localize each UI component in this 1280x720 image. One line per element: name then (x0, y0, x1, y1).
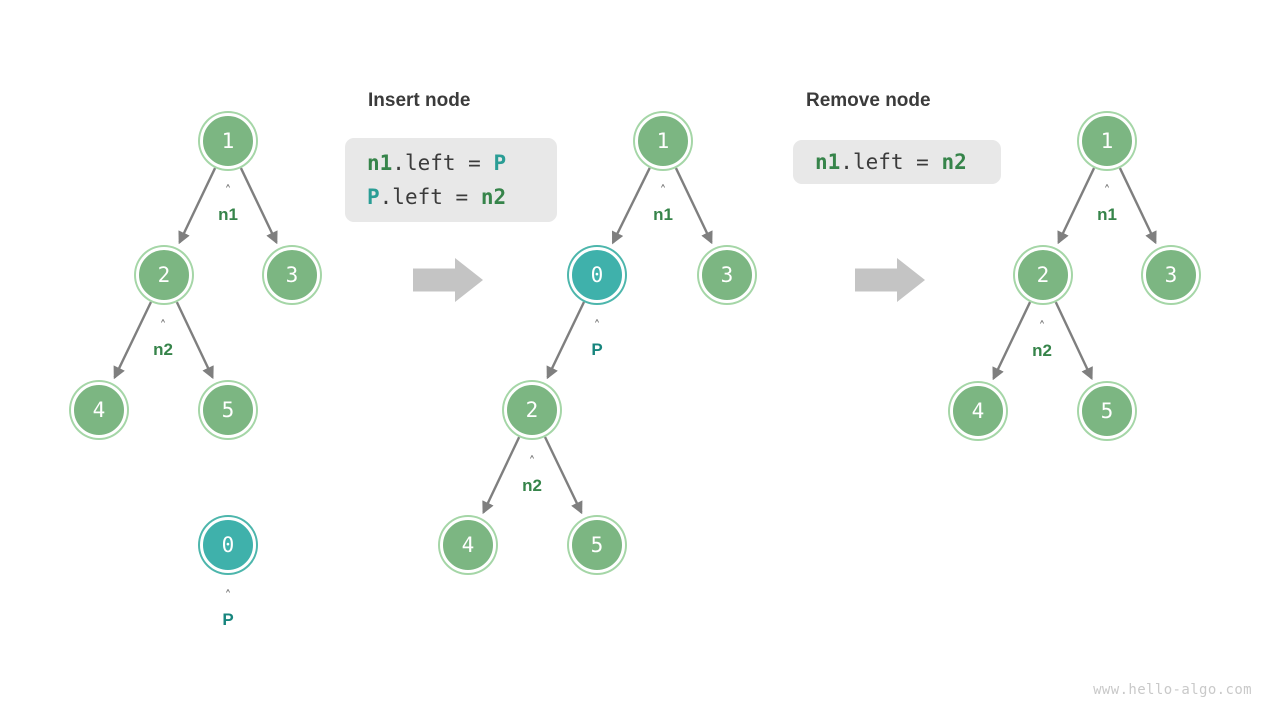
watermark: www.hello-algo.com (1093, 682, 1252, 698)
code-token: n1 (367, 151, 393, 175)
tree-edges (113, 167, 1157, 515)
tree-node-4[interactable]: 4 (950, 383, 1006, 439)
tree-node-2[interactable]: 2 (136, 247, 192, 303)
tree-node-0[interactable]: 0 (200, 517, 256, 573)
tree-edge (482, 436, 521, 515)
code-token: n1 (815, 150, 841, 174)
tree-edge (1118, 167, 1157, 245)
pointer-label-n1: n1 (1097, 205, 1117, 224)
panel-title-insert: Insert node (368, 90, 471, 111)
tree-node-2[interactable]: 2 (1015, 247, 1071, 303)
pointer-caret-icon: ˄ (159, 319, 167, 334)
tree-node-2[interactable]: 2 (504, 382, 560, 438)
code-box-remove: n1.left = n2 (793, 140, 1001, 184)
tree-node-5[interactable]: 5 (1079, 383, 1135, 439)
pointer-caret-icon: ˄ (528, 455, 536, 470)
pointer-label-n1: n1 (653, 205, 673, 224)
tree-node-3[interactable]: 3 (264, 247, 320, 303)
step-arrow-icon (855, 258, 925, 302)
pointer-label-P: P (591, 340, 603, 359)
pointer-caret-icon: ˄ (1038, 320, 1046, 335)
tree-node-4[interactable]: 4 (71, 382, 127, 438)
tree-edge (1057, 167, 1096, 245)
pointer-label-n2: n2 (1032, 341, 1052, 360)
tree-node-1[interactable]: 1 (1079, 113, 1135, 169)
tree-edge (239, 167, 278, 245)
pointer-caret-icon: ˄ (1103, 184, 1111, 199)
tree-edge (178, 167, 217, 245)
step-arrow-icon (413, 258, 483, 302)
tree-node-1[interactable]: 1 (200, 113, 256, 169)
code-token: n2 (480, 185, 507, 209)
code-token: n2 (941, 150, 967, 174)
pointer-label-n2: n2 (522, 476, 542, 495)
tree-node-4[interactable]: 4 (440, 517, 496, 573)
pointer-label-n2: n2 (153, 340, 173, 359)
tree-edge (1054, 301, 1093, 381)
code-token: P (367, 185, 380, 209)
tree-edge (113, 301, 153, 380)
step-arrows (413, 258, 925, 302)
tree-node-0[interactable]: 0 (569, 247, 625, 303)
tree-edge (674, 167, 713, 245)
code-line: n1.left = n2 (793, 145, 1001, 179)
code-line: n1.left = P (345, 146, 557, 180)
code-token: .left = (379, 185, 481, 209)
code-line: P.left = n2 (345, 180, 557, 214)
tree-edge (175, 301, 214, 380)
tree-edge (543, 436, 583, 515)
tree-node-5[interactable]: 5 (200, 382, 256, 438)
panel-title-remove: Remove node (806, 90, 931, 111)
pointer-caret-icon: ˄ (224, 589, 232, 604)
pointer-label-P: P (222, 610, 234, 629)
tree-node-5[interactable]: 5 (569, 517, 625, 573)
tree-edge (611, 167, 651, 245)
code-token: .left = (840, 150, 942, 174)
tree-node-1[interactable]: 1 (635, 113, 691, 169)
tree-node-3[interactable]: 3 (1143, 247, 1199, 303)
code-token: P (493, 151, 507, 175)
pointer-caret-icon: ˄ (224, 184, 232, 199)
pointer-caret-icon: ˄ (659, 184, 667, 199)
pointer-caret-icon: ˄ (593, 319, 601, 334)
tree-node-3[interactable]: 3 (699, 247, 755, 303)
pointer-label-n1: n1 (218, 205, 238, 224)
tree-edge (546, 301, 586, 380)
tree-edge (992, 301, 1032, 381)
code-token: .left = (392, 151, 494, 175)
